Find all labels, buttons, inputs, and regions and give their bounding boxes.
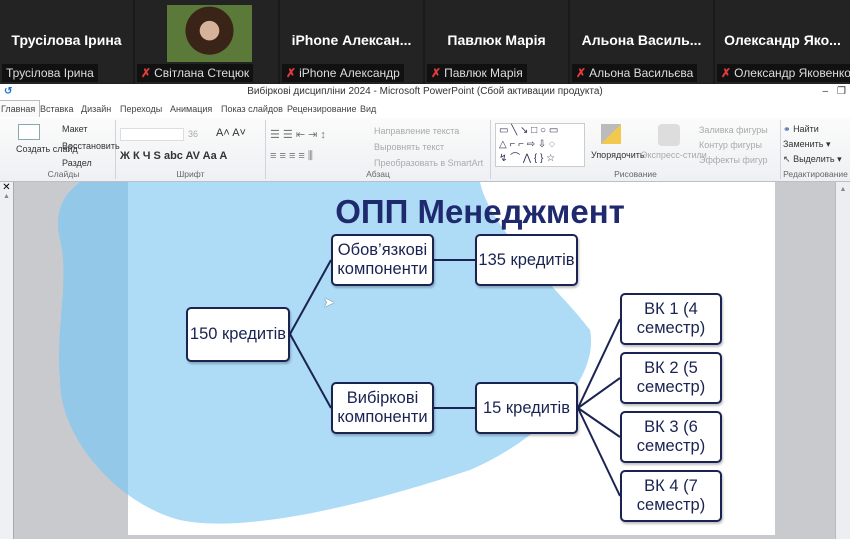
cursor-icon: ↖: [783, 154, 791, 164]
mic-muted-icon: ✗: [141, 66, 152, 80]
group-drawing: ▭ ╲ ↘ □ ○ ▭△ ⌐ ⌐ ⇨ ⇩ ◌↯ ⌒ ⋀ { } ☆ Упоряд…: [491, 120, 781, 179]
restore-button[interactable]: ❐: [837, 86, 846, 97]
tab-insert[interactable]: Вставка: [40, 104, 74, 114]
grow-font-icon[interactable]: A˄ A˅: [216, 127, 246, 139]
scroll-up-icon[interactable]: ▲: [839, 186, 847, 193]
connector: [577, 318, 621, 409]
node-vk4[interactable]: ВК 4 (7 семестр): [620, 470, 722, 522]
arrange-icon: [601, 124, 621, 144]
quick-styles-button[interactable]: Экспресс-стили: [641, 150, 707, 160]
group-slides: Создать слайд Макет Восстановить Раздел …: [12, 120, 120, 179]
binoculars-icon: ⚭: [783, 124, 791, 134]
font-size-select[interactable]: 36: [188, 129, 199, 139]
node-elective-credits[interactable]: 15 кредитів: [475, 382, 578, 434]
list-icons[interactable]: ☰ ☰ ⇤ ⇥ ↕: [270, 129, 326, 141]
node-mandatory-credits[interactable]: 135 кредитів: [475, 234, 578, 286]
mic-muted-icon: ✗: [576, 66, 587, 80]
group-editing: ⚭ Найти Заменить ▾ ↖ Выделить ▾ Редактир…: [783, 124, 848, 179]
shape-effects-button[interactable]: Эффекты фигур: [699, 155, 768, 165]
connector: [577, 407, 621, 497]
participant-label: Трусілова Ірина: [2, 64, 98, 82]
arrange-button[interactable]: Упорядочить: [591, 150, 645, 160]
find-button[interactable]: ⚭ Найти: [783, 124, 819, 134]
node-total-credits[interactable]: 150 кредитів: [186, 307, 290, 362]
shapes-gallery[interactable]: ▭ ╲ ↘ □ ○ ▭△ ⌐ ⌐ ⇨ ⇩ ◌↯ ⌒ ⋀ { } ☆: [495, 123, 585, 167]
participant-tile[interactable]: iPhone Алексан...✗iPhone Александр: [280, 0, 423, 84]
node-vk2[interactable]: ВК 2 (5 семестр): [620, 352, 722, 404]
close-pane-icon[interactable]: ✕: [2, 182, 11, 193]
shape-outline-button[interactable]: Контур фигуры: [699, 140, 762, 150]
connector-lines: [289, 259, 621, 497]
window-title: Вибіркові дисципліни 2024 - Microsoft Po…: [247, 86, 603, 97]
tab-animation[interactable]: Анимация: [170, 104, 213, 114]
replace-button[interactable]: Заменить ▾: [783, 139, 831, 149]
reset-button[interactable]: Восстановить: [62, 141, 120, 151]
participant-tile[interactable]: ✗Світлана Стецюк: [135, 0, 278, 84]
mic-muted-icon: ✗: [721, 66, 732, 80]
shape-fill-button[interactable]: Заливка фигуры: [699, 125, 768, 135]
vertical-scrollbar[interactable]: ▲: [835, 182, 850, 539]
mic-muted-icon: ✗: [286, 66, 297, 80]
mouse-cursor-icon: ➤: [323, 294, 335, 310]
connector: [289, 333, 332, 409]
minimize-button[interactable]: –: [822, 86, 828, 97]
align-text-button[interactable]: Выровнять текст: [374, 142, 445, 152]
participant-tile[interactable]: Павлюк Марія✗Павлюк Марія: [425, 0, 568, 84]
align-icons[interactable]: ≡ ≡ ≡ ≡ ⫼: [270, 150, 313, 162]
tab-view[interactable]: Вид: [360, 104, 377, 114]
section-button[interactable]: Раздел: [62, 158, 92, 168]
ribbon: Создать слайд Макет Восстановить Раздел …: [0, 118, 850, 182]
connector: [577, 407, 621, 438]
participant-tile[interactable]: Олександр Яко...✗Олександр Яковенко: [715, 0, 850, 84]
new-slide-icon[interactable]: [18, 124, 40, 140]
layout-button[interactable]: Макет: [62, 124, 88, 134]
tab-slideshow[interactable]: Показ слайдов: [221, 104, 283, 114]
connector: [289, 259, 332, 335]
text-direction-button[interactable]: Направление текста: [374, 126, 460, 136]
participant-label: ✗iPhone Александр: [282, 64, 404, 82]
participant-label: ✗Світлана Стецюк: [137, 64, 254, 82]
quick-styles-icon: [658, 124, 680, 146]
node-mandatory[interactable]: Обов’язкові компоненти: [331, 234, 434, 286]
font-format-buttons[interactable]: Ж К Ч S abc AV Aa A: [120, 150, 228, 162]
undo-icon[interactable]: ↺: [4, 86, 13, 97]
group-font: 36 A˄ A˅ Ж К Ч S abc AV Aa A Шрифт: [116, 120, 266, 179]
select-button[interactable]: ↖ Выделить ▾: [783, 154, 842, 164]
participant-label: ✗Альона Васильєва: [572, 64, 698, 82]
participant-video: [167, 5, 252, 62]
font-name-select[interactable]: [120, 128, 184, 141]
participant-label: ✗Павлюк Марія: [427, 64, 527, 82]
new-slide-button[interactable]: Создать слайд: [16, 144, 78, 154]
tab-review[interactable]: Рецензирование: [287, 104, 357, 114]
tab-transitions[interactable]: Переходы: [120, 104, 163, 114]
mic-muted-icon: ✗: [431, 66, 442, 80]
slide-title[interactable]: ОПП Менеджмент: [335, 193, 625, 230]
slides-pane-collapsed: ✕ ▲: [0, 182, 14, 539]
connector: [577, 377, 621, 409]
node-elective[interactable]: Вибіркові компоненти: [331, 382, 434, 434]
tab-design[interactable]: Дизайн: [81, 104, 112, 114]
participant-tile[interactable]: Альона Василь...✗Альона Васильєва: [570, 0, 713, 84]
node-vk3[interactable]: ВК 3 (6 семестр): [620, 411, 722, 463]
scroll-up-icon[interactable]: ▲: [3, 193, 10, 200]
participant-label: ✗Олександр Яковенко: [717, 64, 850, 82]
ribbon-tabs: Главная Вставка Дизайн Переходы Анимация…: [0, 100, 850, 118]
window-title-bar: ↺ Вибіркові дисципліни 2024 - Microsoft …: [0, 84, 850, 100]
node-vk1[interactable]: ВК 1 (4 семестр): [620, 293, 722, 345]
group-paragraph: ☰ ☰ ⇤ ⇥ ↕ ≡ ≡ ≡ ≡ ⫼ Направление текста В…: [266, 120, 491, 179]
smartart-button[interactable]: Преобразовать в SmartArt: [374, 158, 484, 168]
tab-home[interactable]: Главная: [0, 100, 41, 117]
